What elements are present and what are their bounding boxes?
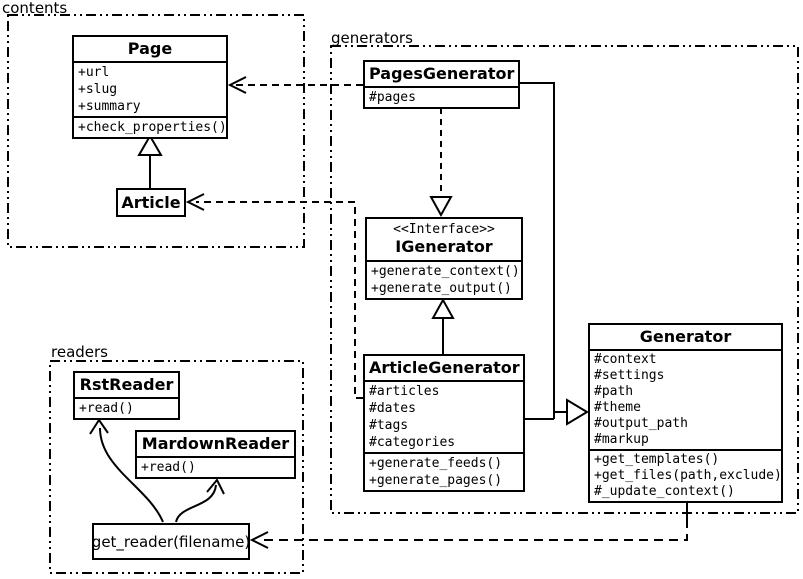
class-articlegenerator-attributes: #articles #dates #tags #categories [365,380,523,452]
realization-arrow-pagesgenerator-to-igenerator [429,108,453,218]
inheritance-arrow-to-generator [520,82,589,426]
class-generator-title: Generator [639,327,732,346]
class-articlegenerator-title: ArticleGenerator [369,358,520,377]
method: +generate_output() [371,281,512,296]
class-page-methods: +check_properties() [74,116,227,137]
class-articlegenerator: ArticleGenerator #articles #dates #tags … [363,354,525,492]
class-rstreader-methods: +read() [75,397,178,418]
attribute: #path [594,384,634,399]
class-igenerator-methods: +generate_context() +generate_output() [367,260,521,298]
realization-arrow-articlegenerator-to-igenerator [431,297,455,354]
readers-package-border [49,360,304,574]
class-page: Page +url +slug +summary +check_properti… [72,35,228,139]
class-pagesgenerator-title: PagesGenerator [369,64,515,83]
method: +generate_feeds() [369,456,503,471]
class-mardownreader-methods: +read() [137,456,294,477]
method: +read() [79,401,134,416]
class-page-title: Page [127,39,173,58]
class-igenerator-header: <<Interface>> IGenerator [367,219,521,260]
method: +generate_pages() [369,473,503,488]
attribute: +slug [78,82,118,97]
class-mardownreader-title: MardownReader [141,434,290,453]
contents-package-border [7,14,305,248]
readers-package-label: readers [51,343,108,361]
class-articlegenerator-methods: +generate_feeds() +generate_pages() [365,452,523,490]
class-pagesgenerator: PagesGenerator #pages [363,60,520,109]
class-article: Article [116,188,186,217]
dependency-arrow-pagesgenerator-to-page [227,76,363,94]
attribute: #context [594,352,657,367]
class-mardownreader: MardownReader +read() [135,430,296,479]
method: +generate_context() [371,264,520,279]
generators-package-label: generators [331,29,413,47]
inheritance-arrow-article-to-page [137,134,163,188]
attribute: #pages [369,90,416,105]
method: #_update_context() [594,484,735,499]
method: +get_files(path,exclude) [594,468,782,483]
dependency-arrow-articlegenerator-to-article [185,193,363,399]
class-generator-attributes: #context #settings #path #theme #output_… [590,349,781,449]
class-article-title: Article [121,192,181,212]
contents-package-label: contents [2,0,68,17]
method: +get_templates() [594,452,720,467]
attribute: #markup [594,432,649,447]
class-generator-methods: +get_templates() +get_files(path,exclude… [590,449,782,501]
class-pagesgenerator-attributes: #pages [365,86,518,107]
attribute: +url [78,65,110,80]
interface-stereotype: <<Interface>> [393,222,495,237]
call-arrow-getreader-to-rstreader [89,418,164,523]
class-generator: Generator #context #settings #path #them… [588,323,783,503]
class-rstreader-title: RstReader [79,375,174,394]
method: +check_properties() [78,120,227,135]
class-igenerator: <<Interface>> IGenerator +generate_conte… [365,217,523,300]
class-rstreader: RstReader +read() [73,371,180,420]
method: +read() [141,460,196,475]
class-igenerator-title: IGenerator [395,237,493,256]
class-page-attributes: +url +slug +summary [74,61,226,116]
function-get-reader: get_reader(filename) [92,523,250,560]
attribute: #tags [369,418,409,433]
attribute: +summary [78,99,141,114]
call-arrow-getreader-to-mardownreader [175,478,225,523]
attribute: #categories [369,435,456,450]
function-get-reader-label: get_reader(filename) [91,532,251,551]
attribute: #dates [369,401,416,416]
attribute: #theme [594,400,641,415]
attribute: #output_path [594,416,688,431]
attribute: #articles [369,384,440,399]
attribute: #settings [594,368,665,383]
dependency-arrow-generator-to-getreader [249,502,688,549]
